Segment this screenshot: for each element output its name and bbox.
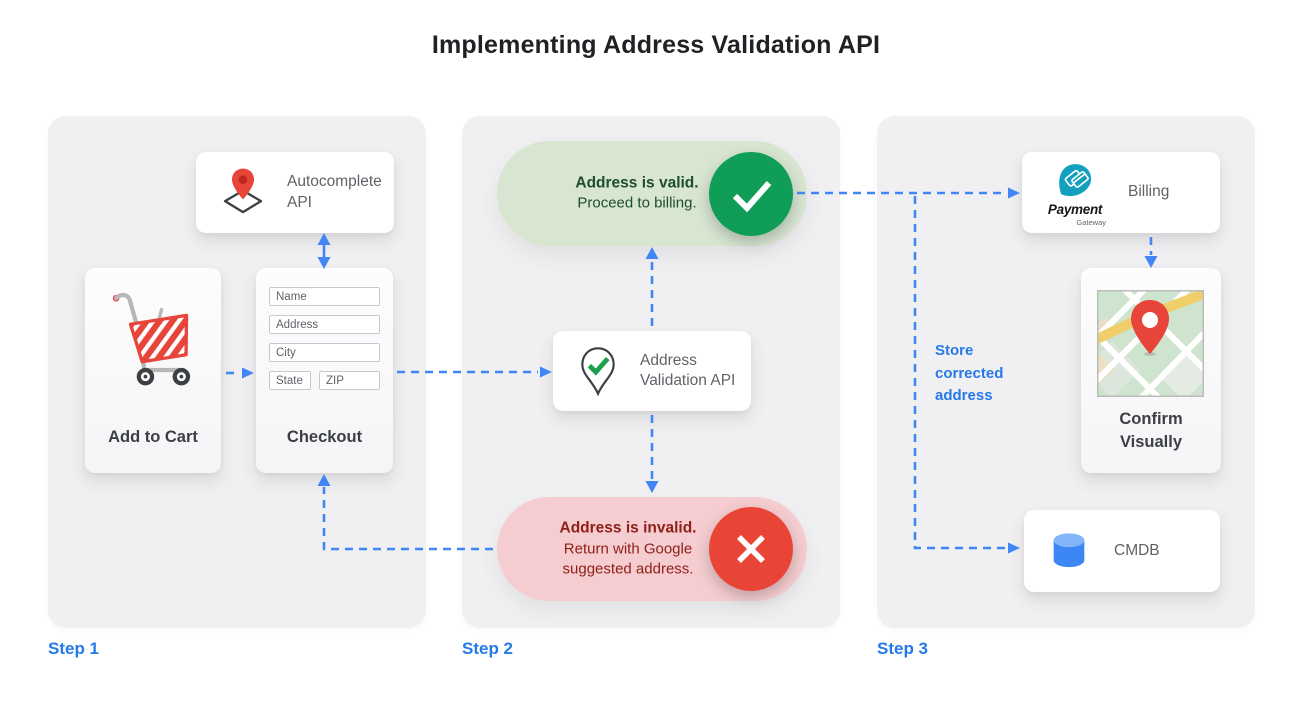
card-billing: Payment Gateway Billing [1022,152,1220,233]
card-add-to-cart: Add to Cart [85,268,221,473]
card-autocomplete-api: Autocomplete API [196,152,394,233]
validation-api-label: Address Validation API [640,351,736,389]
card-cmdb: CMDB [1024,510,1220,592]
add-to-cart-label: Add to Cart [108,428,198,446]
step-3-label: Step 3 [877,639,929,658]
autocomplete-api-label: Autocomplete API [287,173,382,211]
payment-logo-title: Payment [1047,202,1103,218]
panel-step-1: Autocomplete API [48,116,426,628]
step-1-label: Step 1 [48,639,100,658]
confirm-visually-label: Confirm Visually [1119,410,1183,451]
panel-step-3: Payment Gateway Billing [877,116,1255,628]
state-field[interactable] [269,371,311,390]
zip-field[interactable] [319,371,380,390]
valid-pill-subtitle: Proceed to billing. [577,195,697,213]
name-field[interactable] [269,287,380,306]
card-confirm-visually: Confirm Visually [1081,268,1221,473]
map-pin-diamond-icon [214,164,272,222]
invalid-pill-subtitle: Return with Google suggested address. [562,540,694,578]
payment-gateway-logo: Payment Gateway [1036,158,1114,227]
pill-address-invalid: Address is invalid. Return with Google s… [497,497,807,601]
billing-label: Billing [1128,183,1170,201]
panel-step-2: Address is valid. Proceed to billing. Ad… [462,116,840,628]
cmdb-label: CMDB [1114,541,1160,559]
map-pin-check-icon [571,344,625,398]
database-icon [1046,528,1092,574]
checkout-form [256,268,393,399]
card-address-validation-api: Address Validation API [553,331,751,411]
payment-logo-subtitle: Gateway [1076,217,1106,227]
card-checkout: Checkout [256,268,393,473]
invalid-pill-title: Address is invalid. [559,519,697,537]
check-circle-icon [709,151,793,236]
map-thumbnail [1083,279,1211,402]
note-store-corrected-address: Store corrected address [935,342,1004,404]
x-circle-icon [709,507,793,591]
checkout-label: Checkout [286,428,363,446]
step-2-label: Step 2 [462,639,514,658]
valid-pill-title: Address is valid. [575,174,699,192]
shopping-cart-icon [101,284,205,393]
pill-address-valid: Address is valid. Proceed to billing. [497,141,807,246]
page-title: Implementing Address Validation API [431,31,881,59]
city-field[interactable] [269,343,380,362]
address-field[interactable] [269,315,380,334]
